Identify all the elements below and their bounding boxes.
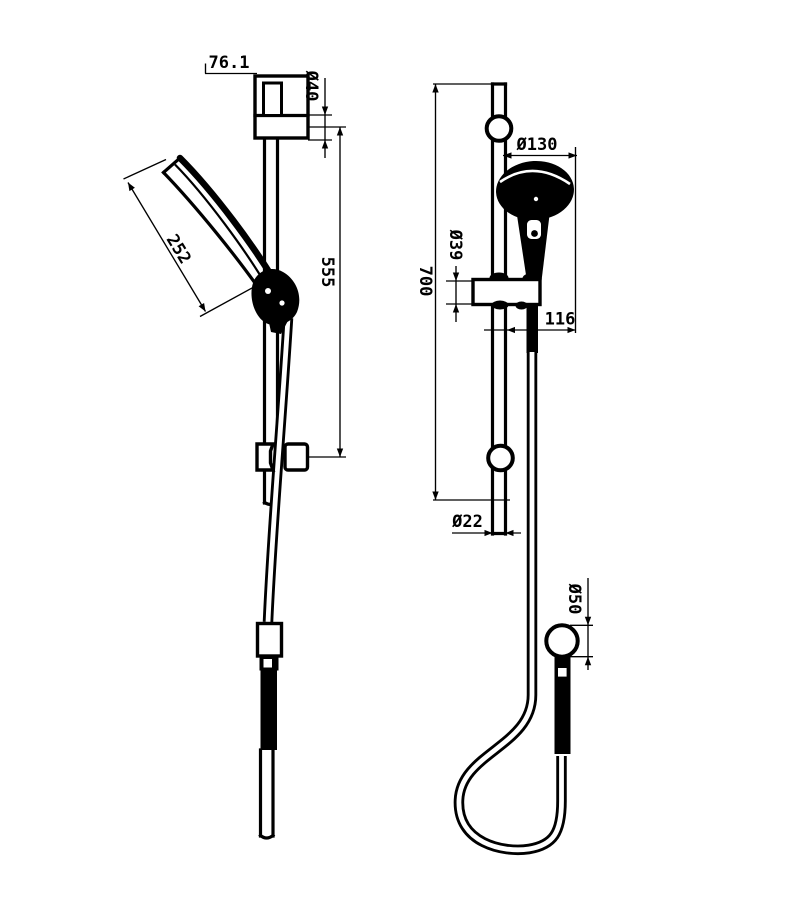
- dimension-wall-offset: 76.1: [204, 53, 257, 75]
- dim-arrow: [432, 84, 439, 93]
- top-wall-bracket-side: [253, 74, 310, 140]
- bracket-rail-slot: [262, 81, 283, 117]
- joint-highlight-dot: [279, 300, 285, 306]
- dim-arrow: [321, 140, 329, 149]
- dim-arrow: [507, 326, 515, 334]
- hose-front: [453, 352, 567, 855]
- dimension-rail-diameter: Ø22: [451, 512, 521, 537]
- hose-stub: [526, 304, 538, 353]
- ext-line: [199, 283, 259, 318]
- ext-line: [123, 158, 167, 180]
- holder-bottom-bump: [491, 300, 509, 310]
- dim-arrow: [567, 326, 576, 334]
- dimension-head-offset: 116: [484, 310, 576, 334]
- dim-arrow: [505, 529, 514, 537]
- dim-arrow: [198, 303, 206, 312]
- hose-inner: [456, 352, 564, 853]
- dim-label-elbow-diameter: Ø50: [564, 583, 584, 615]
- bracket-knob: [283, 442, 310, 472]
- head-rim-highlight: [499, 169, 571, 186]
- dimension-elbow-diameter: Ø50: [564, 578, 593, 670]
- dim-label-rail-diameter: Ø22: [451, 512, 483, 532]
- handset-holder-joint: [251, 269, 300, 326]
- holder-bottom-bump: [515, 301, 528, 310]
- collar-window: [263, 659, 272, 668]
- connector-box: [255, 621, 284, 658]
- head-center-dot: [533, 196, 539, 202]
- dim-arrow: [452, 304, 460, 313]
- dim-arrow: [128, 182, 135, 192]
- handle-pin: [531, 230, 538, 237]
- front-view: Ø130 Ø39 700 116: [415, 82, 593, 855]
- dim-arrow: [452, 272, 460, 281]
- dim-label-wall-offset: 76.1: [209, 53, 250, 73]
- handset-side: [161, 154, 300, 334]
- joint-highlight-dot: [265, 288, 271, 294]
- lower-bracket-side: [255, 442, 310, 472]
- dim-arrow: [484, 529, 493, 537]
- hose-nut: [260, 670, 277, 750]
- dim-line: [127, 182, 207, 312]
- dim-label-handset-length: 252: [162, 231, 195, 268]
- holder-body: [471, 277, 542, 307]
- slider-holder-front: [471, 272, 542, 353]
- bottom-mount-knob: [486, 443, 515, 473]
- dim-label-rail-length: 700: [415, 266, 435, 297]
- dim-arrow: [568, 152, 577, 159]
- hose-nut-joint: [268, 315, 291, 334]
- dim-label-bracket-spacing: 555: [317, 257, 337, 288]
- hose-outer: [453, 352, 567, 855]
- dim-arrow: [584, 656, 592, 666]
- bracket-clamp: [255, 442, 276, 472]
- handset-face-seam: [174, 163, 273, 296]
- dimension-rail-length: 700: [415, 83, 510, 501]
- hose-inner: [265, 317, 291, 623]
- dim-arrow: [432, 491, 439, 500]
- dim-label-head-offset: 116: [545, 310, 576, 330]
- hose-connector-side: [255, 621, 284, 840]
- dim-label-head-diameter: Ø130: [516, 135, 558, 155]
- dimension-head-diameter: Ø130: [503, 135, 577, 333]
- dim-arrow: [584, 616, 592, 626]
- tube-end-cap: [258, 833, 276, 840]
- dim-arrow: [336, 448, 344, 457]
- dim-arrow: [336, 127, 344, 136]
- dim-arrow: [503, 152, 512, 159]
- elbow-nut: [554, 655, 571, 754]
- dim-arrow: [321, 106, 329, 115]
- handset-top-cap: [161, 155, 183, 175]
- dim-label-bracket-diameter: Ø40: [301, 70, 321, 102]
- top-mount-knob: [484, 114, 514, 143]
- wall-elbow: [544, 623, 580, 754]
- handset-front: [496, 160, 574, 285]
- handset-handle: [516, 212, 550, 285]
- dim-label-holder-diameter: Ø39: [445, 229, 465, 261]
- nut-window: [558, 668, 567, 677]
- dimension-bracket-spacing: 555: [308, 126, 346, 458]
- elbow-flange: [544, 623, 580, 659]
- dimension-holder-diameter: Ø39: [445, 229, 474, 322]
- side-view: 76.1 Ø40 252 555: [123, 53, 346, 840]
- dimension-bracket-diameter: Ø40: [301, 70, 332, 158]
